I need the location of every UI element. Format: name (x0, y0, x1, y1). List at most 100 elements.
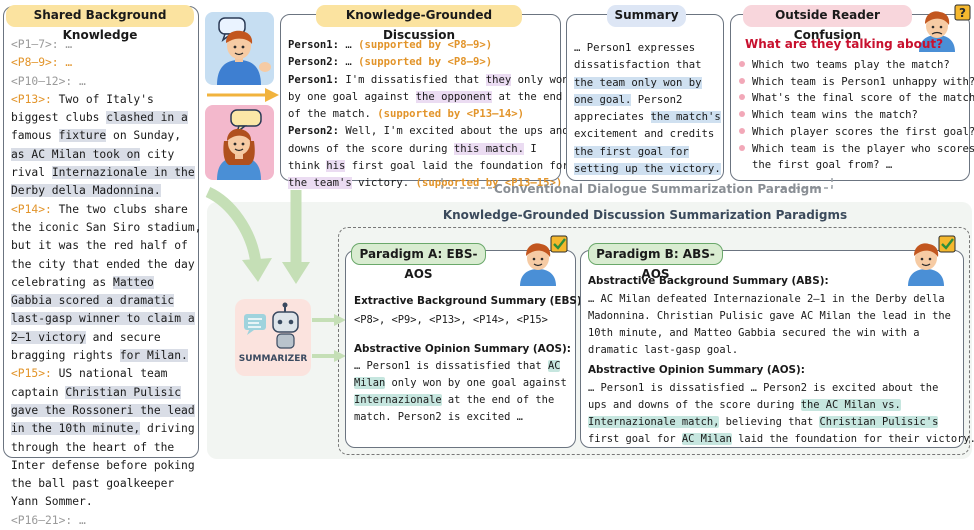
text-line: Milan only won by one goal against (354, 375, 576, 392)
text-segment: Matteo (113, 275, 154, 289)
text-line: rival Internazionale in the (11, 164, 197, 182)
text-segment: … AC Milan defeated Internazionale 2–1 i… (588, 293, 945, 305)
text-segment: Gabbia scored a dramatic (11, 294, 175, 308)
text-segment: 2–1 victory (11, 330, 86, 344)
aos-b-header: Abstractive Opinion Summary (AOS): (588, 364, 805, 376)
text-segment: they (485, 73, 512, 86)
aos-a-header: Abstractive Opinion Summary (AOS): (354, 343, 571, 355)
text-segment: I'm dissatisfied that (339, 73, 486, 86)
text-segment: … Person1 is dissatisfied that (354, 360, 548, 372)
text-segment: <P10–12>: … (11, 74, 86, 88)
text-segment: appreciates (574, 111, 651, 124)
text-line: Person2: … (supported by <P8–9>) (288, 54, 560, 71)
text-segment: <P8–9>: … (11, 56, 73, 70)
question-text: What's the final score of the match? (752, 92, 974, 105)
text-segment: I (524, 142, 537, 155)
text-segment: victory. (351, 177, 416, 190)
text-line: Yann Sommer. (11, 493, 197, 511)
text-segment: this match. (453, 142, 524, 155)
discussion-title: Knowledge-Grounded Discussion (316, 5, 522, 42)
text-segment: Person1: (288, 39, 340, 51)
text-segment: driving (140, 422, 195, 436)
text-segment: … (339, 56, 359, 69)
kgds-label: Knowledge-Grounded Discussion Summarizat… (442, 208, 848, 222)
text-segment: (supported by <P13–14>) (377, 108, 524, 121)
kgds-dashed-box (338, 227, 970, 455)
text-segment: (supported by <P8–9>) (358, 56, 493, 69)
text-line: <P16–21>: … (11, 512, 197, 530)
text-segment: but it was the red half of (11, 239, 188, 253)
text-line: gave the Rossoneri the lead (11, 402, 197, 420)
text-line: the team only won by (574, 75, 724, 92)
text-segment: at the end (492, 90, 563, 103)
text-line: Internazionale at the end of the (354, 392, 576, 409)
text-line: Gabbia scored a dramatic (11, 292, 197, 310)
text-line: the iconic San Siro stadium, (11, 219, 201, 237)
confusion-title: Outside Reader Confusion (743, 5, 912, 42)
ebs-header: Extractive Background Summary (EBS): (354, 295, 586, 307)
confusion-question-item: What's the final score of the match? (739, 90, 974, 107)
text-line: <P1–7>: … (11, 36, 197, 54)
bullet-icon (739, 127, 745, 134)
text-line: in the 10th minute, driving (11, 420, 197, 438)
text-segment: The two clubs share (51, 202, 188, 216)
text-line: last-gasp winner to claim a (11, 310, 197, 328)
text-segment: think (288, 160, 327, 173)
discussion-text: Person1: … (supported by <P8–9>)Person2:… (288, 37, 569, 193)
summary-title: Summary (607, 5, 686, 27)
summarizer-label: SUMMARIZER (238, 354, 308, 364)
text-line: Person1: I'm dissatisfied that they only… (288, 72, 569, 89)
text-segment: Milan (354, 377, 386, 389)
conventional-label: Conventional Dialogue Summarization Para… (494, 182, 822, 196)
person2-avatar (205, 105, 274, 180)
text-segment: Person1: (288, 73, 340, 86)
text-segment: the iconic San Siro stadium, (11, 220, 202, 234)
text-segment: the first goal for (574, 145, 689, 158)
text-segment: the team only won by (574, 76, 702, 89)
text-segment: AC Milan (681, 433, 732, 445)
shared-background-text: <P1–7>: … <P8–9>: … <P10–12>: … <P13>: Two … (11, 36, 201, 530)
text-segment: rival (11, 166, 52, 180)
text-line: match. Person2 is excited … (354, 409, 576, 426)
text-line: of the match. (supported by <P13–14>) (288, 106, 560, 123)
paradigm-a-title: Paradigm A: EBS-AOS (351, 243, 486, 281)
text-line: excitement and credits (574, 126, 724, 143)
text-segment: the match's (650, 111, 721, 124)
text-segment: Internazionale in the (51, 166, 195, 180)
text-segment: Internazionale match, (588, 416, 720, 428)
paradigm-b-panel (580, 250, 964, 448)
text-line: setting up the victory. (574, 161, 724, 178)
question-text: the first goal from? … (752, 159, 893, 172)
confusion-question-item: Which player scores the first goal? (739, 124, 974, 141)
text-line: downs of the score during this match. I (288, 141, 560, 158)
text-segment: US national team (51, 367, 168, 381)
question-text: Which team is the player who scores (752, 142, 974, 155)
text-segment: <P1–7>: … (11, 38, 73, 51)
text-line: <P10–12>: … (11, 73, 197, 91)
text-segment: captain (11, 385, 66, 399)
shared-background-title: Shared Background Knowledge (6, 5, 194, 42)
confusion-list: Which two teams play the match?Which tea… (739, 57, 974, 174)
text-segment: … Person1 expresses (574, 42, 696, 54)
text-line: captain Christian Pulisic (11, 384, 197, 402)
text-line: <P15>: US national team (11, 365, 197, 383)
text-line: bragging rights for Milan. (11, 347, 197, 365)
text-segment: Internazionale (354, 394, 442, 406)
text-line: famous fixture on Sunday, (11, 127, 197, 145)
text-line: through the heart of the (11, 439, 197, 457)
question-text: Which team is Person1 unhappy with? (752, 75, 974, 88)
text-segment: by one goal against (288, 90, 416, 103)
text-line: Madonnina. Christian Pulisic gave AC Mil… (588, 308, 960, 325)
text-line: appreciates the match's (574, 109, 724, 126)
text-line: … AC Milan defeated Internazionale 2–1 i… (588, 291, 960, 308)
text-segment: excitement and credits (574, 128, 715, 141)
conventional-bracket (441, 178, 833, 189)
text-segment: (supported by <P8–9>) (358, 39, 493, 51)
text-line: think his first goal laid the foundation… (288, 158, 569, 175)
text-segment: city (140, 147, 175, 161)
text-line: 10th minute, and Matteo Gabbia secured t… (588, 325, 960, 342)
text-line: ups and downs of the score during the AC… (588, 397, 960, 414)
text-line: <P13>: Two of Italy's (11, 91, 197, 109)
text-segment: ups and downs of the score during (588, 399, 801, 411)
text-segment: first goal laid the foundation for (345, 160, 569, 173)
